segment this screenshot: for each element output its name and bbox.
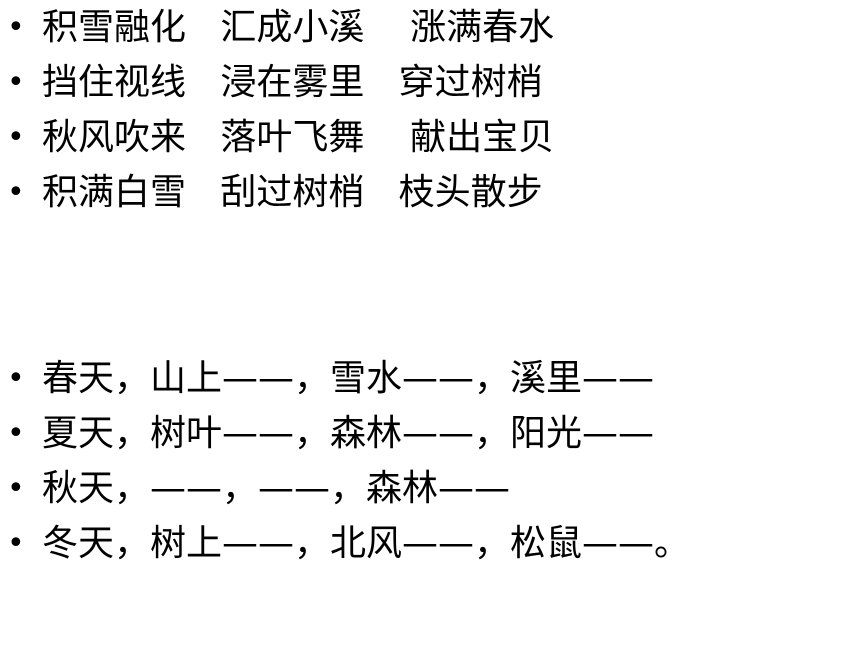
fill-in-text: 夏天，树叶——，森林——，阳光—— — [42, 413, 655, 454]
bullet-icon: • — [7, 120, 25, 155]
phrase-text: 秋风吹来 落叶飞舞 献出宝贝 — [42, 117, 555, 158]
bullet-icon: • — [7, 471, 25, 506]
bullet-icon: • — [7, 361, 25, 396]
fill-in-text: 冬天，树上——，北风——，松鼠——。 — [42, 523, 691, 564]
bullet-icon: • — [7, 175, 25, 210]
phrase-text: 积雪融化 汇成小溪 涨满春水 — [42, 7, 555, 48]
phrase-text: 挡住视线 浸在雾里 穿过树梢 — [42, 62, 543, 103]
bullet-icon: • — [7, 416, 25, 451]
fill-in-text: 春天，山上——，雪水——，溪里—— — [42, 358, 655, 399]
fill-in-text: 秋天，——，——，森林—— — [42, 468, 511, 509]
bullet-icon: • — [7, 65, 25, 100]
bullet-icon: • — [7, 10, 25, 45]
bullet-icon: • — [7, 526, 25, 561]
phrase-text: 积满白雪 刮过树梢 枝头散步 — [42, 172, 543, 213]
